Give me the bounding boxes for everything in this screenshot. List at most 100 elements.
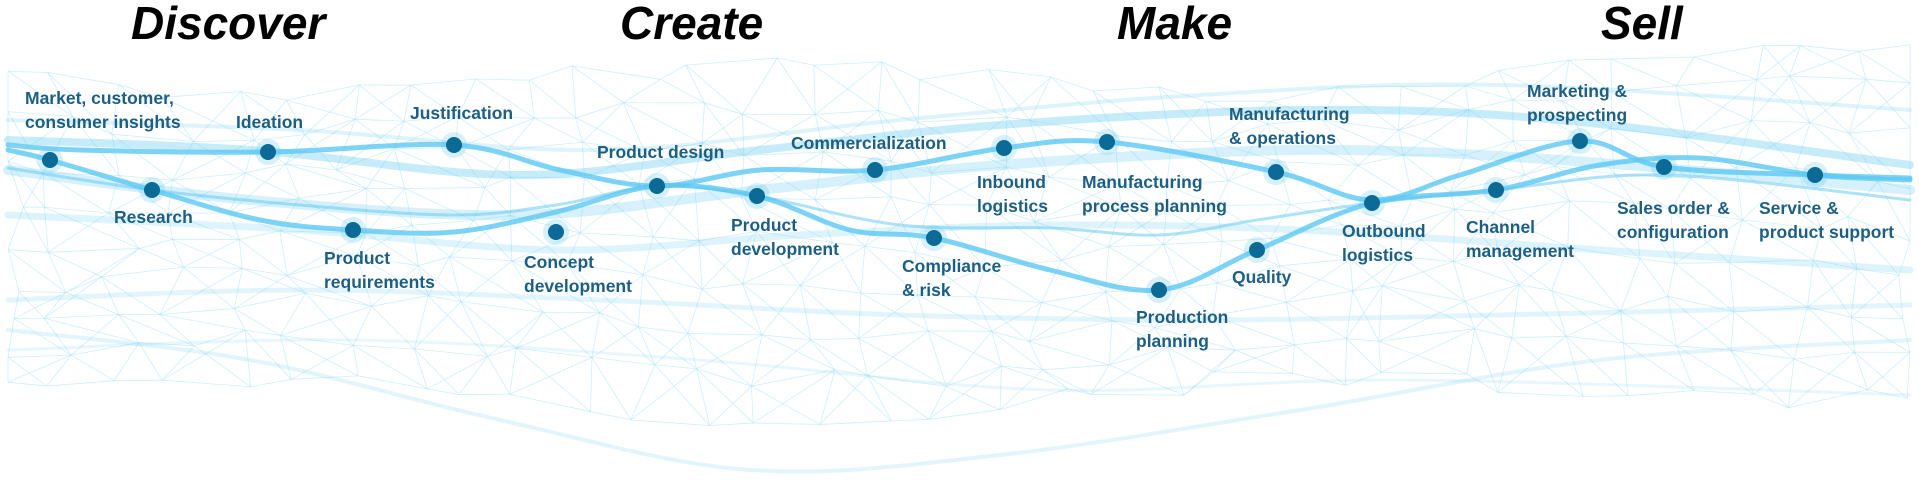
mesh-edge bbox=[1270, 204, 1291, 239]
mesh-edge bbox=[823, 110, 879, 153]
step-dot bbox=[1249, 242, 1265, 258]
step-label-manufacturing-process-planning: Manufacturing process planning bbox=[1082, 172, 1227, 216]
mesh-edge bbox=[393, 148, 406, 189]
mesh-edge bbox=[244, 329, 292, 380]
mesh-edge bbox=[279, 230, 357, 257]
mesh-edge bbox=[1090, 347, 1168, 395]
mesh-edge bbox=[756, 231, 801, 286]
mesh-edge bbox=[414, 301, 462, 350]
mesh-edge bbox=[159, 268, 243, 315]
mesh-edge bbox=[1554, 165, 1570, 202]
mesh-edge bbox=[1809, 78, 1867, 123]
mesh-edge bbox=[1497, 251, 1552, 291]
mesh-edge bbox=[945, 385, 1001, 411]
mesh-edge bbox=[511, 260, 568, 265]
mesh-edge bbox=[1006, 116, 1031, 121]
mesh-edge bbox=[1610, 59, 1612, 92]
mesh-edge bbox=[238, 239, 243, 269]
mesh-edge bbox=[285, 163, 300, 199]
mesh-edge bbox=[7, 111, 44, 174]
mesh-edge bbox=[1569, 200, 1641, 260]
mesh-edge bbox=[814, 151, 824, 200]
mesh-edge bbox=[1466, 373, 1498, 393]
mesh-edge bbox=[139, 239, 173, 249]
mesh-edge bbox=[356, 255, 419, 267]
mesh-edge bbox=[1216, 180, 1229, 206]
mesh-edge bbox=[1850, 317, 1855, 353]
mesh-edge bbox=[245, 172, 300, 199]
mesh-edge bbox=[1512, 99, 1587, 141]
mesh-edge bbox=[1050, 76, 1094, 92]
mesh-edge bbox=[507, 117, 535, 150]
mesh-edge bbox=[1109, 327, 1155, 366]
mesh-edge bbox=[630, 364, 656, 421]
mesh-edge bbox=[1464, 284, 1520, 302]
mesh-edge bbox=[229, 197, 300, 214]
mesh-edge bbox=[1466, 328, 1476, 375]
mesh-edge bbox=[1729, 259, 1814, 263]
mesh-edge bbox=[1566, 335, 1624, 344]
mesh-edge bbox=[18, 290, 66, 293]
mesh-edge bbox=[1398, 109, 1469, 131]
mesh-edge bbox=[642, 240, 700, 276]
mesh-edge bbox=[1856, 268, 1903, 320]
mesh-edge bbox=[1756, 45, 1801, 80]
mesh-edge bbox=[1565, 336, 1584, 397]
step-dot bbox=[42, 152, 58, 168]
mesh-edge bbox=[1877, 181, 1911, 190]
mesh-edge bbox=[1474, 328, 1512, 339]
mesh-edge bbox=[1676, 311, 1735, 347]
mesh-edge bbox=[1676, 85, 1752, 121]
mesh-edge bbox=[1041, 302, 1113, 322]
mesh-edge bbox=[584, 177, 654, 238]
mesh-edge bbox=[702, 142, 744, 156]
mesh-edge bbox=[638, 184, 700, 242]
mesh-edge bbox=[814, 114, 824, 153]
mesh-edge bbox=[974, 296, 1030, 342]
mesh-edge bbox=[590, 357, 593, 412]
mesh-edge bbox=[698, 230, 757, 242]
mesh-edge bbox=[1519, 284, 1552, 292]
mesh-edge bbox=[1492, 174, 1526, 214]
mesh-edge bbox=[427, 388, 459, 395]
mesh-edge bbox=[1228, 180, 1291, 206]
mesh-edge bbox=[1464, 300, 1513, 339]
step-dot bbox=[345, 222, 361, 238]
mesh-edge bbox=[582, 141, 640, 186]
mesh-edge bbox=[571, 65, 577, 118]
mesh-edge bbox=[579, 232, 644, 276]
mesh-edge bbox=[1121, 207, 1167, 212]
mesh-edge bbox=[813, 64, 879, 111]
mesh-edge bbox=[1567, 246, 1641, 260]
step-dot bbox=[446, 137, 462, 153]
mesh-edge bbox=[1858, 44, 1911, 52]
mesh-edge bbox=[693, 142, 703, 179]
mesh-edge bbox=[1033, 183, 1119, 222]
mesh-edge bbox=[1092, 90, 1116, 136]
mesh-edge bbox=[999, 366, 1002, 410]
mesh-edge bbox=[1450, 174, 1526, 192]
mesh-edge bbox=[1453, 212, 1494, 262]
mesh-edge bbox=[286, 84, 360, 101]
mesh-edge bbox=[1754, 393, 1789, 409]
mesh-edge bbox=[428, 295, 462, 303]
mesh-edge bbox=[929, 166, 1007, 205]
mesh-edge bbox=[111, 134, 120, 176]
mesh-edge bbox=[1694, 390, 1755, 395]
mesh-edge bbox=[119, 175, 173, 181]
mesh-edge bbox=[813, 65, 816, 115]
mesh-edge bbox=[510, 215, 568, 264]
mesh-edge bbox=[7, 354, 72, 383]
mesh-edge bbox=[1735, 122, 1811, 169]
mesh-edge bbox=[71, 354, 115, 382]
mesh-edge bbox=[630, 368, 697, 421]
mesh-edge bbox=[1789, 75, 1866, 80]
mesh-edge bbox=[1041, 291, 1106, 303]
mesh-edge bbox=[660, 64, 687, 80]
mesh-edge bbox=[1667, 295, 1735, 313]
mesh-edge bbox=[1205, 101, 1213, 142]
mesh-edge bbox=[687, 333, 762, 336]
mesh-edge bbox=[1346, 290, 1354, 339]
mesh-edge bbox=[1756, 45, 1764, 80]
mesh-edge bbox=[1167, 315, 1213, 348]
